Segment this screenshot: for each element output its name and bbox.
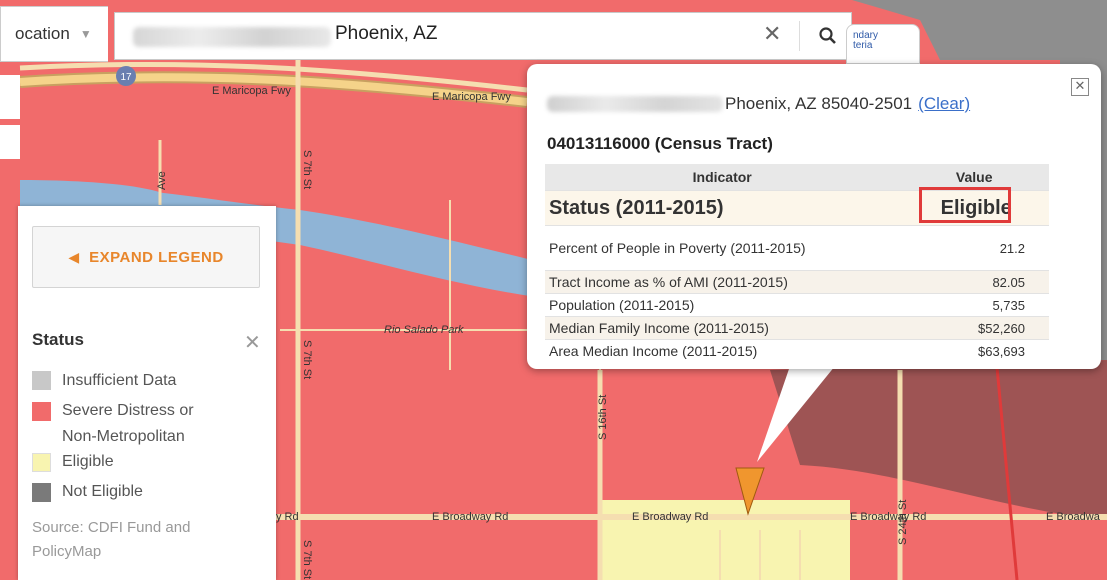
legend-label-eligible: Eligible [62, 453, 114, 470]
row-value: $63,693 [899, 339, 1049, 362]
interstate-shield [116, 66, 136, 86]
close-icon[interactable]: ✕ [1071, 78, 1089, 96]
chevron-down-icon: ▼ [79, 27, 92, 41]
freeway-road-inner [19, 73, 528, 106]
label-broadway-1: y Rd [276, 511, 299, 523]
legend-swatch-severe [32, 402, 51, 421]
table-header: Indicator Value [545, 164, 1049, 191]
legend-label-severe-1: Severe Distress or [62, 402, 194, 419]
row-value: 82.05 [899, 270, 1049, 294]
label-broadway-2: E Broadway Rd [432, 511, 508, 523]
col-value: Value [899, 164, 1049, 191]
table-row: Percent of People in Poverty (2011-2015)… [545, 225, 1049, 271]
river-water-west [20, 180, 170, 210]
label-s7th-1: S 7th St [301, 150, 313, 189]
label-broadway-5: E Broadwa [1046, 511, 1101, 523]
triangle-left-icon: ◀ [68, 248, 80, 265]
label-s7th-2: S 7th St [301, 340, 313, 379]
expand-legend-button[interactable]: ◀ EXPAND LEGEND [32, 226, 260, 288]
row-value: 5,735 [899, 293, 1049, 317]
status-label: Status (2011-2015) [545, 190, 900, 226]
legend-source-line1: Source: CDFI Fund and [32, 519, 191, 536]
table-row: Area Median Income (2011-2015) $63,693 [545, 339, 1049, 362]
label-freeway-1: E Maricopa Fwy [212, 85, 291, 97]
popup-callout [757, 366, 835, 462]
table-row: Population (2011-2015) 5,735 [545, 293, 1049, 317]
row-value: $52,260 [899, 316, 1049, 340]
legend-label-severe-2: Non-Metropolitan [62, 428, 185, 445]
label-ave: Ave [156, 171, 168, 190]
legend-swatch-insufficient [32, 371, 51, 390]
close-icon[interactable]: ✕ [763, 21, 782, 46]
table-row: Tract Income as % of AMI (2011-2015) 82.… [545, 270, 1049, 294]
popup-address: Phoenix, AZ 85040-2501 (Clear) [725, 94, 970, 114]
interstate-shield-label: 17 [120, 72, 132, 83]
label-s24th: S 24th St [897, 500, 909, 545]
eligible-area [602, 500, 850, 580]
label-freeway-2: E Maricopa Fwy [432, 91, 511, 103]
search-input[interactable]: Phoenix, AZ [335, 23, 438, 44]
popup-shadow [770, 360, 1107, 520]
table-row: Median Family Income (2011-2015) $52,260 [545, 316, 1049, 340]
close-icon[interactable]: ✕ [244, 332, 261, 354]
row-indicator: Percent of People in Poverty (2011-2015) [545, 225, 900, 271]
redacted-address [547, 96, 723, 112]
legend-source-line2: PolicyMap [32, 543, 102, 560]
legend-source: Source: CDFI Fund and PolicyMap [32, 516, 262, 564]
legend-title: Status [32, 330, 84, 349]
indicator-table: Indicator Value Status (2011-2015) Eligi… [545, 164, 1049, 362]
expand-legend-label: EXPAND LEGEND [89, 248, 224, 266]
row-indicator: Population (2011-2015) [545, 293, 900, 317]
location-type-select[interactable]: ocation ▼ [0, 6, 108, 62]
legend-swatch-not-eligible [32, 483, 51, 502]
clear-link[interactable]: (Clear) [918, 94, 971, 113]
label-s7th-3: S 7th St [301, 540, 313, 579]
legend-label-not-eligible: Not Eligible [62, 483, 143, 500]
tab-label-line1: ndary [853, 30, 879, 41]
legend-label-insufficient: Insufficient Data [62, 372, 177, 389]
row-indicator: Tract Income as % of AMI (2011-2015) [545, 270, 900, 294]
legend-swatch-eligible [32, 453, 51, 472]
redacted-address [133, 27, 331, 47]
location-type-label: ocation [15, 24, 70, 43]
search-button[interactable] [809, 19, 847, 53]
address-text: Phoenix, AZ 85040-2501 [725, 94, 913, 113]
search-icon [819, 27, 836, 44]
row-indicator-text: Percent of People in Poverty (2011-2015) [549, 240, 806, 256]
map-control-strip[interactable] [0, 125, 20, 159]
annotation-highlight-box [919, 187, 1011, 223]
row-value: 21.2 [899, 225, 1049, 271]
label-broadway-3: E Broadway Rd [632, 511, 708, 523]
census-tract-title: 04013116000 (Census Tract) [547, 134, 773, 153]
row-indicator: Median Family Income (2011-2015) [545, 316, 900, 340]
status-value: Eligible [899, 190, 1049, 226]
location-marker-icon[interactable] [735, 467, 765, 516]
label-s16th: S 16th St [597, 395, 609, 440]
tract-info-popup: ✕ Phoenix, AZ 85040-2501 (Clear) 04013116… [527, 64, 1101, 369]
table-row-status: Status (2011-2015) Eligible [545, 190, 1049, 226]
divider [799, 21, 800, 51]
label-broadway-4: E Broadway Rd [850, 511, 926, 523]
label-park: Rio Salado Park [384, 324, 464, 336]
tab-label-line2: teria [853, 40, 873, 51]
search-bar[interactable]: Phoenix, AZ ✕ [114, 12, 852, 60]
frontage-road [19, 61, 528, 93]
legend-panel: ◀ EXPAND LEGEND Status ✕ Insufficient Da… [18, 206, 276, 580]
tab-boundary-criteria[interactable]: ndary teria [846, 24, 920, 64]
row-indicator: Area Median Income (2011-2015) [545, 339, 900, 362]
map-control-strip[interactable] [0, 75, 20, 119]
col-indicator: Indicator [545, 164, 900, 191]
